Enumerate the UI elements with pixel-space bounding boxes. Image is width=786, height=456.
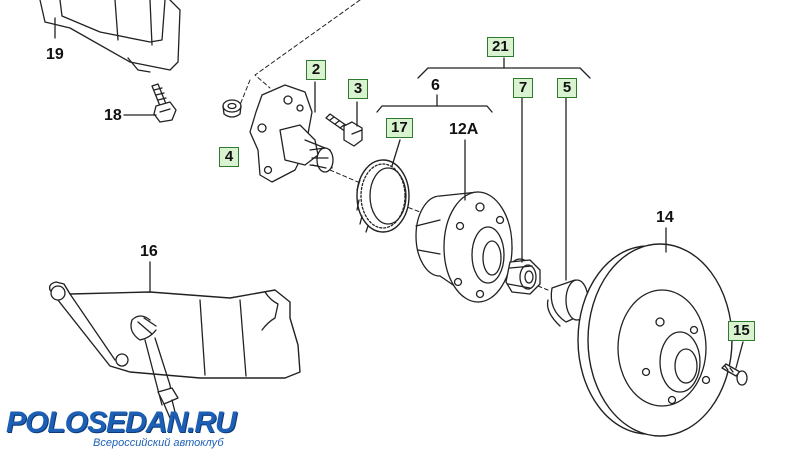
- part-3-bolt: [325, 113, 363, 147]
- label-21: 21: [487, 37, 514, 57]
- leader-17: [391, 139, 401, 167]
- label-16: 16: [140, 243, 158, 260]
- part-19-housing: [39, 0, 181, 73]
- part-7-hub-nut: [505, 258, 541, 295]
- part-12a-wheel-hub: [415, 191, 513, 303]
- bracket-6: [376, 105, 493, 113]
- part-16-shield: [48, 281, 301, 419]
- part-14-brake-disc: [577, 243, 733, 437]
- part-17-tone-ring: [356, 159, 410, 233]
- label-3: 3: [348, 79, 368, 99]
- label-19: 19: [46, 46, 64, 63]
- label-18: 18: [104, 107, 122, 124]
- label-4: 4: [219, 147, 239, 167]
- part-15-screw: [721, 363, 748, 386]
- label-6: 6: [431, 77, 440, 94]
- part-18-bolt: [151, 83, 177, 123]
- part-4-bushing: [222, 99, 242, 118]
- label-15: 15: [728, 321, 755, 341]
- watermark-logo: POLOSEDAN.RU: [6, 406, 237, 439]
- label-2: 2: [306, 60, 326, 80]
- label-7: 7: [513, 78, 533, 98]
- label-12a: 12A: [449, 121, 479, 138]
- label-17: 17: [386, 118, 413, 138]
- leader-15: [735, 341, 744, 369]
- label-14: 14: [656, 209, 674, 226]
- part-2-stub-axle: [249, 84, 334, 183]
- label-5: 5: [557, 78, 577, 98]
- bracket-21: [417, 67, 591, 79]
- watermark-slogan: Всероссийский автоклуб: [93, 437, 224, 449]
